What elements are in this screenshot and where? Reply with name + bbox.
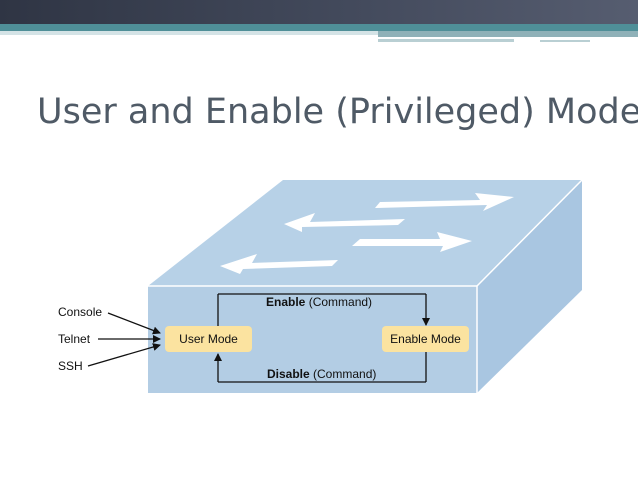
enable-mode-label: Enable Mode [390, 332, 461, 346]
switch-traffic-arrows [220, 193, 514, 274]
enable-mode-pill [382, 326, 469, 352]
enable-label-bg [262, 295, 378, 310]
header-stripe [0, 24, 638, 31]
left-arrow-icon [220, 254, 338, 274]
switch-top-face [148, 180, 582, 286]
enable-command-keyword: Enable [266, 295, 306, 309]
left-arrow-icon [284, 213, 405, 232]
slide-title: User and Enable (Privileged) Modes [37, 92, 638, 132]
access-method-console: Console [58, 305, 102, 319]
ssh-arrow [87, 343, 161, 367]
header-bar [0, 0, 638, 24]
switch-edge [476, 179, 583, 287]
enable-command-label: Enable (Command) [266, 295, 372, 309]
console-arrow [107, 312, 161, 335]
user-mode-pill [165, 326, 252, 352]
user-mode-label: User Mode [179, 332, 238, 346]
access-method-telnet: Telnet [58, 332, 91, 346]
disable-command-suffix: (Command) [310, 367, 377, 381]
disable-command-keyword: Disable [267, 367, 310, 381]
header-accent-thin [378, 39, 514, 42]
access-method-ssh: SSH [58, 359, 83, 373]
header-accent-short [540, 40, 590, 42]
disable-command-label: Disable (Command) [267, 367, 376, 381]
switch-side-face [477, 180, 582, 393]
header-accent [378, 31, 638, 37]
enable-command-suffix: (Command) [305, 295, 372, 309]
header-stripe-light [0, 31, 638, 35]
disable-label-bg [262, 366, 384, 381]
right-arrow-icon [352, 232, 472, 252]
right-arrow-icon [375, 193, 514, 211]
